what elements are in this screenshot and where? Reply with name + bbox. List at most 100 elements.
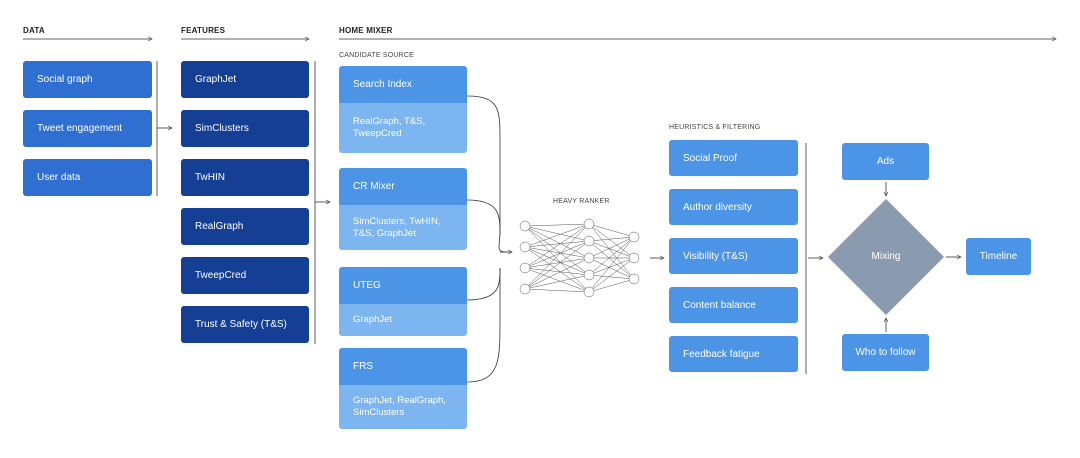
network-edge	[524, 257, 590, 290]
network-edge	[588, 223, 635, 259]
data-label: Social graph	[37, 74, 93, 85]
feature-label: RealGraph	[195, 221, 244, 232]
candidate-detail: GraphJet	[339, 304, 467, 336]
network-edge	[524, 225, 590, 293]
network-node	[628, 252, 640, 264]
data-user-data: User data	[23, 159, 152, 196]
network-node	[519, 262, 531, 274]
network-edge	[524, 267, 590, 276]
network-edge	[524, 246, 590, 276]
network-edge	[524, 240, 590, 248]
network-node	[583, 235, 595, 247]
filter-visibility: Visibility (T&S)	[669, 238, 798, 274]
candidate-source-header: CANDIDATE SOURCE	[339, 52, 415, 59]
feature-simclusters: SimClusters	[181, 110, 309, 147]
network-edge	[524, 223, 590, 269]
network-edge	[588, 240, 635, 280]
heavy-ranker-network	[519, 218, 640, 298]
filter-label: Social Proof	[683, 152, 737, 164]
candidate-detail: GraphJet, RealGraph, SimClusters	[339, 385, 467, 429]
network-node	[583, 269, 595, 281]
timeline-box: Timeline	[966, 238, 1031, 275]
network-edge	[524, 246, 590, 293]
data-header: DATA	[23, 26, 45, 35]
candidate-title: Search Index	[339, 66, 467, 103]
network-node	[519, 241, 531, 253]
network-edge	[524, 240, 590, 269]
uteg-curve	[466, 267, 501, 301]
network-edge	[588, 240, 635, 259]
feature-tweepcred: TweepCred	[181, 257, 309, 294]
feature-trust-safety: Trust & Safety (T&S)	[181, 306, 309, 343]
candidate-frs: FRS GraphJet, RealGraph, SimClusters	[339, 348, 467, 429]
network-node	[583, 218, 595, 230]
feature-graphjet: GraphJet	[181, 61, 309, 98]
ads-box: Ads	[842, 143, 929, 180]
network-edge	[524, 267, 590, 293]
candidate-search-index: Search Index RealGraph, T&S, TweepCred	[339, 66, 467, 153]
filter-label: Author diversity	[683, 201, 752, 213]
candidate-title: FRS	[339, 348, 467, 385]
network-node	[519, 220, 531, 232]
frs-curve	[466, 268, 501, 383]
network-edge	[524, 223, 590, 290]
network-edge	[524, 274, 590, 290]
data-label: Tweet engagement	[37, 123, 123, 134]
mixing-diamond	[828, 199, 944, 315]
network-edge	[588, 236, 635, 293]
filter-feedback-fatigue: Feedback fatigue	[669, 336, 798, 372]
filter-label: Content balance	[683, 299, 756, 311]
network-node	[583, 286, 595, 298]
features-header: FEATURES	[181, 26, 226, 35]
network-edge	[588, 236, 635, 259]
network-edge	[588, 236, 635, 242]
filter-label: Feedback fatigue	[683, 348, 760, 360]
candidate-title: CR Mixer	[339, 168, 467, 205]
network-node	[583, 252, 595, 264]
network-edge	[524, 240, 590, 290]
ads-label: Ads	[876, 156, 895, 167]
feature-twhin: TwHIN	[181, 159, 309, 196]
candidate-cr-mixer: CR Mixer SimClusters, TwHIN, T&S, GraphJ…	[339, 168, 467, 250]
filter-label: Visibility (T&S)	[683, 250, 748, 262]
mixing-label: Mixing	[871, 251, 901, 262]
feature-realgraph: RealGraph	[181, 208, 309, 245]
filter-author-diversity: Author diversity	[669, 189, 798, 225]
feature-label: TwHIN	[195, 172, 225, 183]
home-mixer-header: HOME MIXER	[339, 26, 393, 35]
network-edge	[524, 223, 590, 227]
network-node	[628, 273, 640, 285]
feature-label: TweepCred	[195, 270, 247, 281]
network-edge	[588, 274, 635, 280]
network-edge	[588, 223, 635, 280]
candidate-uteg: UTEG GraphJet	[339, 267, 467, 336]
network-edge	[524, 246, 590, 259]
who-to-follow-box: Who to follow	[842, 334, 929, 371]
network-edge	[524, 225, 590, 242]
network-edge	[588, 223, 635, 238]
search-index-curve	[466, 95, 508, 253]
network-edge	[524, 223, 590, 248]
feature-label: GraphJet	[195, 74, 237, 85]
network-edge	[588, 236, 635, 276]
network-edge	[588, 257, 635, 280]
network-edge	[588, 257, 635, 293]
heuristics-header: HEURISTICS & FILTERING	[669, 124, 761, 131]
network-node	[628, 231, 640, 243]
network-edge	[524, 225, 590, 276]
timeline-label: Timeline	[979, 251, 1018, 262]
network-edge	[524, 288, 590, 293]
network-edge	[524, 257, 590, 269]
data-label: User data	[37, 172, 81, 183]
network-edge	[588, 257, 635, 276]
cr-mixer-curve	[466, 199, 501, 236]
data-social-graph: Social graph	[23, 61, 152, 98]
network-edge	[588, 278, 635, 293]
who-to-follow-label: Who to follow	[855, 347, 916, 358]
data-tweet-engagement: Tweet engagement	[23, 110, 152, 147]
feature-label: Trust & Safety (T&S)	[195, 319, 287, 330]
heavy-ranker-header: HEAVY RANKER	[553, 198, 610, 205]
feature-label: SimClusters	[195, 123, 249, 134]
candidate-detail: RealGraph, T&S, TweepCred	[339, 103, 467, 153]
